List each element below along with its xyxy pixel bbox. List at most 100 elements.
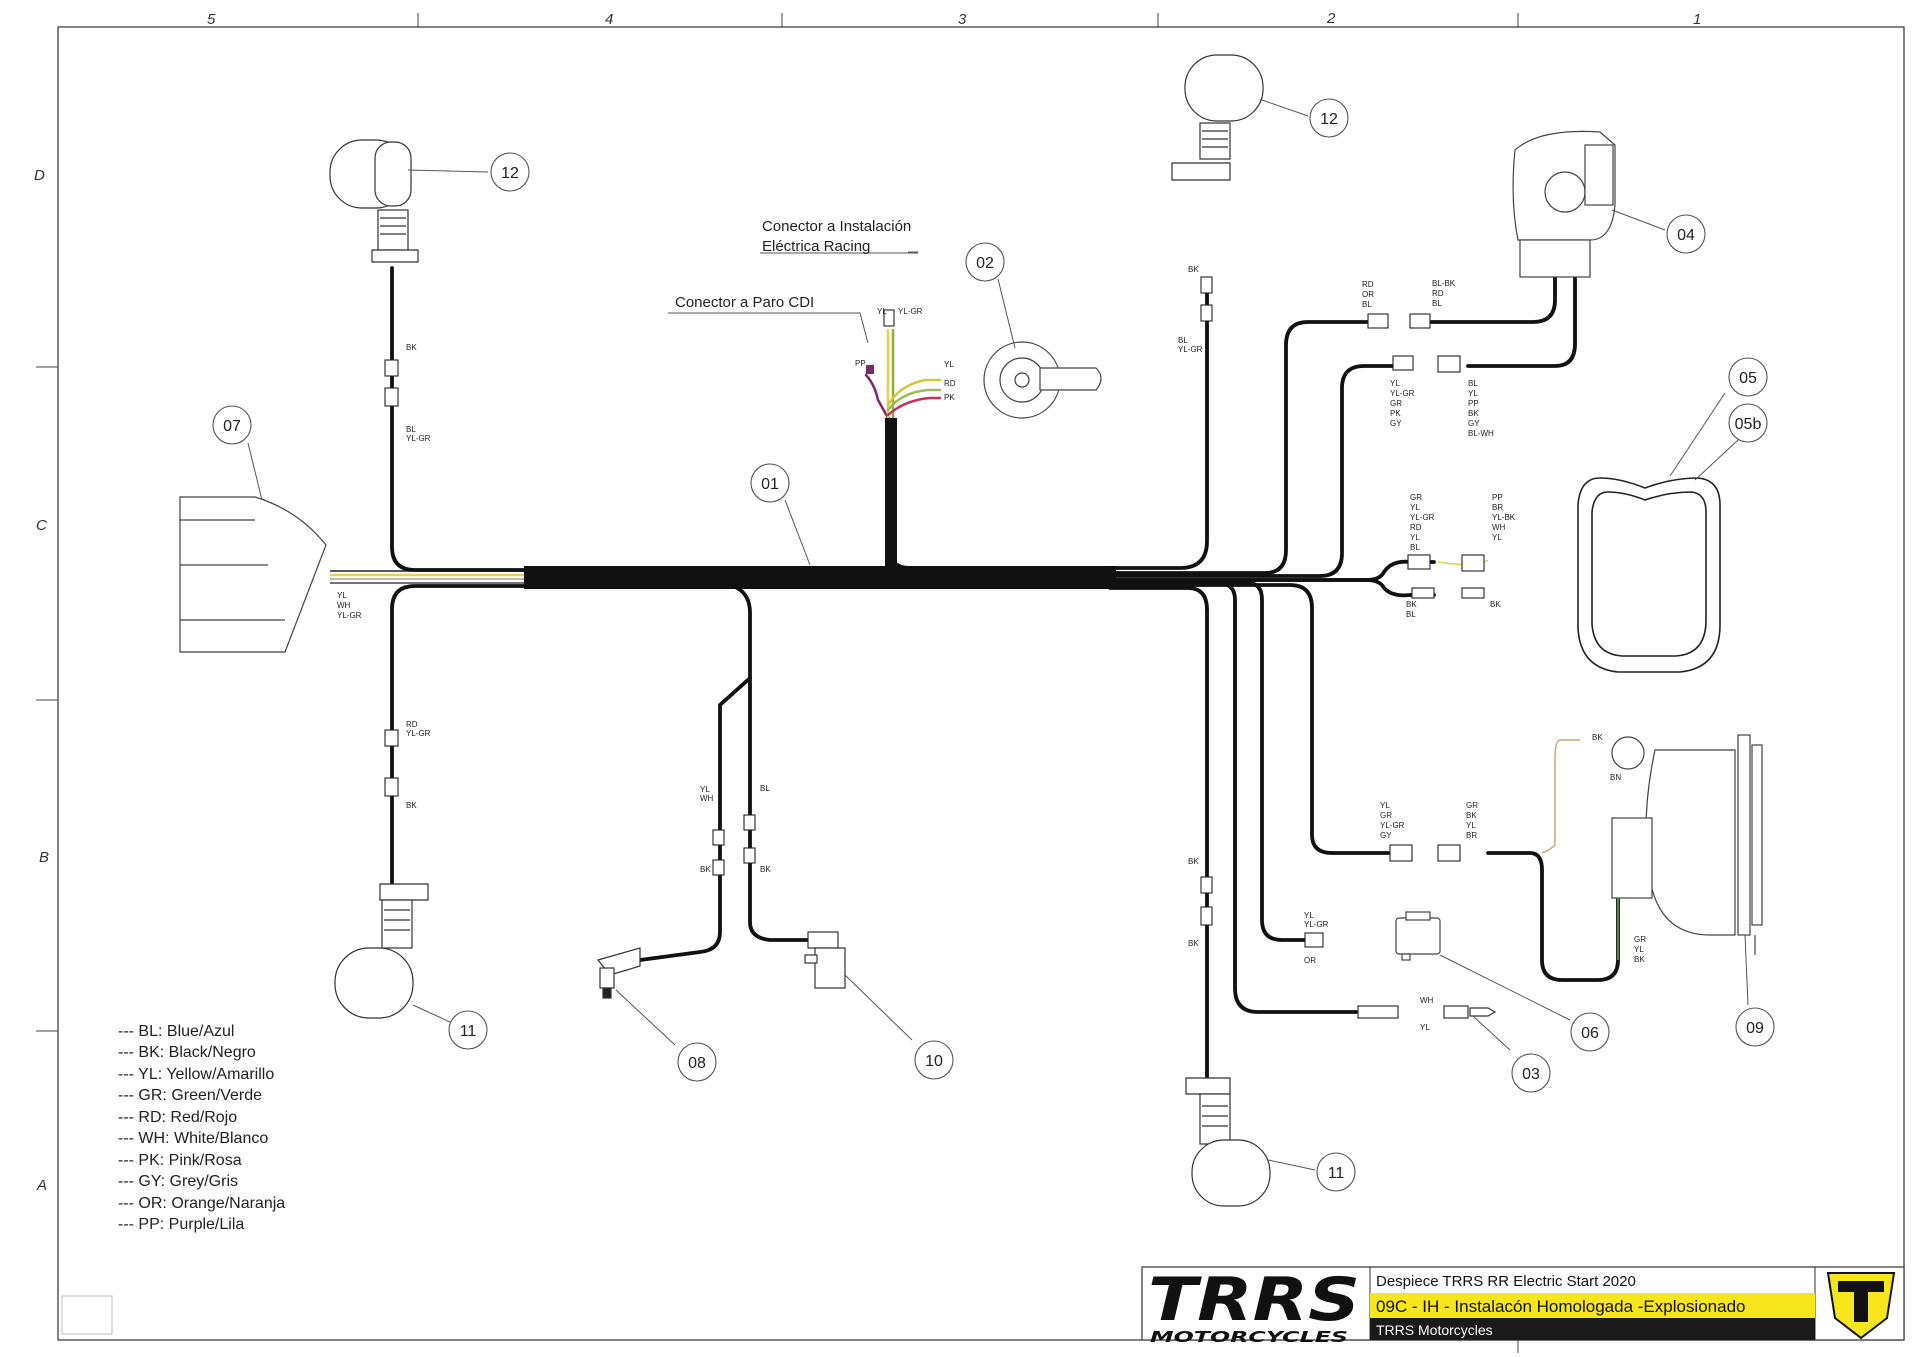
grid-col-2: 2 — [1326, 10, 1336, 27]
grid-row-d: D — [34, 167, 45, 184]
turn-signal-front-left — [329, 139, 419, 263]
wire-label: RD — [406, 720, 418, 729]
wire-label: GR — [1390, 399, 1402, 408]
wire-label: YL — [944, 360, 954, 369]
sensor-03 — [1469, 1007, 1497, 1017]
wire-label: BK — [1188, 857, 1199, 866]
drawing-subtitle: 09C - IH - Instalacón Homologada -Explos… — [1376, 1297, 1745, 1316]
callout-05: 05 — [1739, 370, 1757, 387]
wire-label: YL — [1466, 821, 1476, 830]
wire-label: WH — [337, 601, 351, 610]
wire-label: BK — [1592, 733, 1603, 742]
wire-label: YL-BK — [1492, 513, 1516, 522]
wire-label: WH — [700, 794, 714, 803]
grid-col-5: 5 — [207, 11, 216, 28]
wire-label: RD — [1410, 523, 1422, 532]
wire-labels: BK BL YL-GR YL WH YL-GR RD YL-GR BK YL Y… — [337, 265, 1646, 1032]
wire-label: BL — [1432, 299, 1442, 308]
wire-label: BK — [406, 343, 417, 352]
wire-label: YL-GR — [1390, 389, 1415, 398]
wire-label: YL — [1468, 389, 1478, 398]
wire-label: BK — [700, 865, 711, 874]
wire-label: BK — [1490, 600, 1501, 609]
wire-label: YL-GR — [898, 307, 923, 316]
wire-label: OR — [1304, 956, 1316, 965]
wire-label: GY — [1390, 419, 1402, 428]
wire-label: YL — [1492, 533, 1502, 542]
grid-row-a: A — [36, 1177, 47, 1194]
wire-label: YL-GR — [1380, 821, 1405, 830]
wire-label: RD — [1362, 280, 1374, 289]
wire-label: WH — [1420, 996, 1434, 1005]
wire-label: PP — [1468, 399, 1479, 408]
company-name: TRRS Motorcycles — [1376, 1322, 1493, 1338]
grid-ticks — [36, 13, 1519, 1353]
wire-label: YL — [1304, 911, 1314, 920]
horn — [983, 341, 1102, 419]
legend-item: --- YL: Yellow/Amarillo — [118, 1066, 274, 1083]
stamp-box — [61, 1295, 113, 1335]
wire-label: BN — [1610, 773, 1621, 782]
grid-row-labels: D C B A — [34, 167, 49, 1194]
wire-label: RD — [944, 379, 956, 388]
wire-label: YL — [1634, 945, 1644, 954]
wire-label: GR — [1380, 811, 1392, 820]
callout-07: 07 — [223, 418, 241, 435]
wire-label: BK — [406, 801, 417, 810]
legend-item: --- PK: Pink/Rosa — [118, 1152, 242, 1169]
dashboard — [1577, 477, 1721, 673]
legend-item: --- WH: White/Blanco — [118, 1130, 268, 1147]
wire-label: YL-GR — [406, 434, 431, 443]
wire-label: GR — [1466, 801, 1478, 810]
drawing-title: Despiece TRRS RR Electric Start 2020 — [1376, 1273, 1636, 1290]
wire-label: YL — [700, 785, 710, 794]
note-cdi: Conector a Paro CDI — [675, 294, 814, 311]
legend-item: --- GR: Green/Verde — [118, 1087, 262, 1104]
handlebar-switch — [1512, 130, 1616, 278]
wire-label: BL — [760, 784, 770, 793]
wire-label: YL — [1390, 379, 1400, 388]
wire-label: YL — [337, 591, 347, 600]
callout-04: 04 — [1677, 227, 1695, 244]
wire-label: BL — [1468, 379, 1478, 388]
wire-label: BL — [1178, 336, 1188, 345]
color-legend: --- BL: Blue/Azul --- BK: Black/Negro --… — [118, 1023, 285, 1233]
wire-label: BL — [1410, 543, 1420, 552]
wire-label: YL-GR — [1304, 920, 1329, 929]
leader-lines — [247, 99, 1749, 1171]
legend-item: --- BL: Blue/Azul — [118, 1023, 234, 1040]
wire-label: OR — [1362, 290, 1374, 299]
callout-08: 08 — [688, 1055, 706, 1072]
callout-03: 03 — [1522, 1066, 1540, 1083]
legend-item: --- BK: Black/Negro — [118, 1044, 256, 1061]
wire-label: WH — [1492, 523, 1506, 532]
title-block: TRRS MOTORCYCLES Despiece TRRS RR Electr… — [1141, 1265, 1905, 1346]
wire-label: BK — [1406, 600, 1417, 609]
relay — [1395, 911, 1441, 961]
callout-06: 06 — [1581, 1025, 1599, 1042]
wire-label: YL — [1380, 801, 1390, 810]
wire-label: BL — [1362, 300, 1372, 309]
callouts — [212, 98, 1775, 1192]
grid-col-3: 3 — [958, 11, 967, 28]
wire-label: BL — [1406, 610, 1416, 619]
callout-12-left: 12 — [501, 165, 519, 182]
wire-label: GY — [1380, 831, 1392, 840]
logo-sub: MOTORCYCLES — [1150, 1328, 1348, 1346]
callout-11-left: 11 — [460, 1023, 477, 1040]
wire-label: YL-GR — [337, 611, 362, 620]
grid-column-labels: 5 4 3 2 1 — [207, 10, 1701, 28]
wire-label: GR — [1410, 493, 1422, 502]
wire-label: BK — [1634, 955, 1645, 964]
sensor-10 — [804, 931, 846, 989]
legend-item: --- PP: Purple/Lila — [118, 1216, 244, 1233]
note-racing-line2: Eléctrica Racing — [762, 238, 870, 255]
wire-label: PK — [1390, 409, 1401, 418]
wire-label: YL — [1420, 1023, 1430, 1032]
note-racing-line1: Conector a Instalación — [762, 218, 911, 235]
rear-light — [179, 496, 327, 653]
connector-notes: Conector a Instalación Eléctrica Racing … — [675, 218, 911, 311]
harness-trunk — [524, 566, 1116, 589]
callout-12-right: 12 — [1320, 111, 1338, 128]
headlight — [1611, 734, 1763, 955]
